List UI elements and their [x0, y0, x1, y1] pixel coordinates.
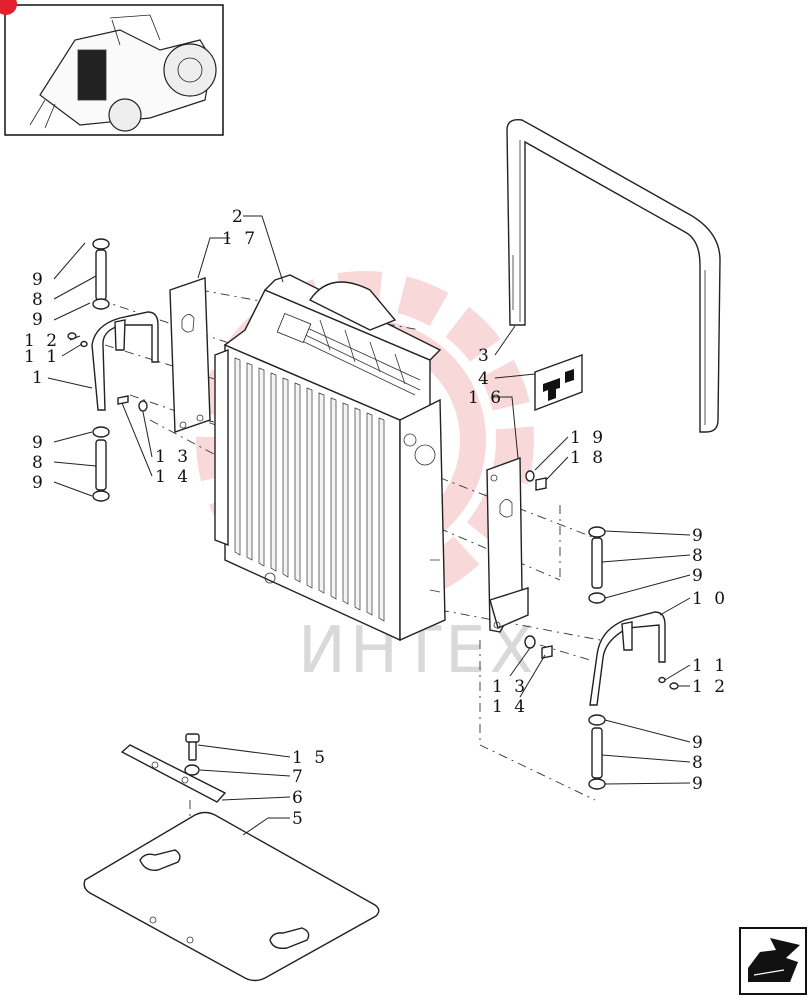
callout-8: 8	[32, 290, 46, 310]
callout-3: 3	[478, 346, 492, 366]
callout-8: 8	[692, 753, 706, 773]
callout-4: 4	[478, 369, 492, 389]
callout-14: 1 4	[155, 467, 191, 487]
right-bracket	[486, 457, 529, 633]
right-pipe-set	[524, 470, 679, 790]
callout-2: 2	[232, 207, 246, 227]
callout-9: 9	[692, 566, 706, 586]
callout-labels: 2 1 7 9 8 9 1 2 1 1 1 9 8 9 1 3 1 4 3 4 …	[24, 207, 728, 829]
callout-12: 1 2	[24, 331, 60, 351]
radiator-assembly	[214, 274, 446, 642]
callout-9: 9	[32, 270, 46, 290]
upper-seal-frame	[506, 119, 721, 433]
callout-9: 9	[692, 526, 706, 546]
callout-9: 9	[692, 733, 706, 753]
page-badge	[0, 0, 17, 15]
callout-9: 9	[32, 473, 46, 493]
callout-1: 1	[32, 368, 46, 388]
callout-9: 9	[32, 310, 46, 330]
radiator-top-grid	[276, 312, 421, 396]
callout-11: 1 1	[24, 347, 60, 367]
bolt	[185, 733, 200, 761]
mounting-bar	[120, 744, 227, 803]
callout-14: 1 4	[492, 697, 528, 717]
callout-8: 8	[692, 546, 706, 566]
left-bracket	[169, 277, 211, 433]
callout-5: 5	[292, 809, 306, 829]
callout-11: 1 1	[692, 656, 728, 676]
washer	[184, 764, 200, 776]
decal-label	[534, 354, 583, 412]
callout-16: 1 6	[468, 388, 504, 408]
arrow-next-page-icon	[739, 927, 807, 995]
callout-13: 1 3	[155, 447, 191, 467]
callout-19: 1 9	[570, 428, 606, 448]
callout-7: 7	[292, 767, 306, 787]
bottom-plate	[83, 811, 380, 982]
tractor-icon	[29, 14, 217, 132]
callout-12: 1 2	[692, 677, 728, 697]
callout-9: 9	[692, 774, 706, 794]
callout-17: 1 7	[222, 229, 258, 249]
callout-6: 6	[292, 788, 306, 808]
thumbnail-panel	[0, 0, 224, 136]
leader-lines	[47, 215, 691, 836]
left-pipe-set	[67, 238, 159, 502]
callout-10: 1 0	[692, 589, 728, 609]
radiator-fins	[234, 357, 385, 622]
callout-13: 1 3	[492, 677, 528, 697]
callout-18: 1 8	[570, 448, 606, 468]
callout-15: 1 5	[292, 748, 328, 768]
callout-8: 8	[32, 453, 46, 473]
callout-9: 9	[32, 433, 46, 453]
